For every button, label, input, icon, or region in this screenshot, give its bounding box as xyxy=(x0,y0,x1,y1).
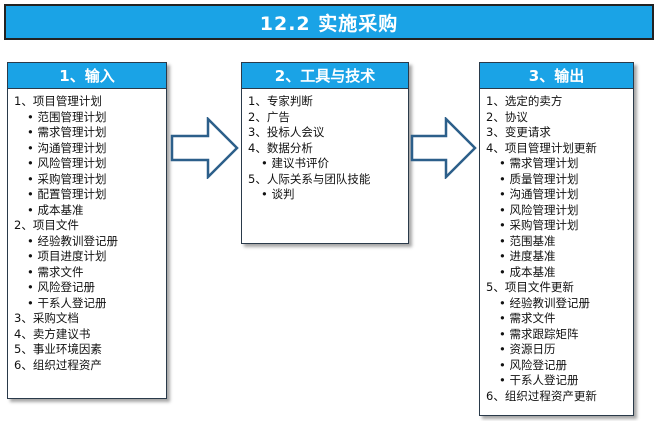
list-item: 2、广告 xyxy=(248,109,290,124)
list-subitem: • 资源日历 xyxy=(499,342,556,356)
list-subitem: • 需求管理计划 xyxy=(499,156,579,170)
outputs-header: 3、输出 xyxy=(480,63,633,89)
list-subitem: • 质量管理计划 xyxy=(499,171,579,186)
list-subitem: • 采购管理计划 xyxy=(499,218,579,232)
list-subitem: • 配置管理计划 xyxy=(27,187,107,201)
list-subitem: • 谈判 xyxy=(261,187,295,201)
list-subitem: • 风险登记册 xyxy=(499,357,567,372)
list-item: 1、选定的卖方 xyxy=(486,94,563,108)
list-subitem: • 建议书评价 xyxy=(261,156,329,170)
list-subitem: • 经验教训登记册 xyxy=(27,233,118,248)
list-subitem: • 范围管理计划 xyxy=(27,109,107,124)
list-item: 5、项目文件更新 xyxy=(486,280,574,294)
list-subitem: • 需求文件 xyxy=(499,311,556,325)
list-item: 3、投标人会议 xyxy=(248,125,325,139)
list-item: 5、人际关系与团队技能 xyxy=(248,171,371,186)
right-arrow-icon xyxy=(410,117,477,179)
list-subitem: • 需求管理计划 xyxy=(27,125,107,139)
list-subitem: • 进度基准 xyxy=(499,249,556,263)
list-item: 3、变更请求 xyxy=(486,125,551,139)
list-item: 1、专家判断 xyxy=(248,94,313,108)
list-item: 6、组织过程资产 xyxy=(14,357,102,372)
list-item: 4、项目管理计划更新 xyxy=(486,140,597,155)
list-subitem: • 干系人登记册 xyxy=(27,295,107,310)
list-subitem: • 范围基准 xyxy=(499,233,556,248)
list-subitem: • 风险管理计划 xyxy=(27,156,107,170)
list-subitem: • 干系人登记册 xyxy=(499,373,579,387)
list-item: 1、项目管理计划 xyxy=(14,94,102,108)
list-subitem: • 经验教训登记册 xyxy=(499,295,590,310)
list-item: 5、事业环境因素 xyxy=(14,342,102,356)
list-subitem: • 风险登记册 xyxy=(27,280,95,294)
inputs-box: 1、输入 1、项目管理计划• 范围管理计划• 需求管理计划• 沟通管理计划• 风… xyxy=(7,62,167,399)
list-subitem: • 沟通管理计划 xyxy=(499,187,579,201)
list-item: 4、数据分析 xyxy=(248,140,313,155)
list-item: 2、协议 xyxy=(486,109,528,124)
list-subitem: • 风险管理计划 xyxy=(499,202,579,217)
list-item: 4、卖方建议书 xyxy=(14,326,91,341)
list-item: 3、采购文档 xyxy=(14,311,79,325)
page-title: 12.2 实施采购 xyxy=(4,4,654,40)
list-subitem: • 需求跟踪矩阵 xyxy=(499,326,579,341)
list-subitem: • 成本基准 xyxy=(27,202,84,217)
list-subitem: • 项目进度计划 xyxy=(27,249,107,263)
list-subitem: • 需求文件 xyxy=(27,264,84,279)
inputs-list: 1、项目管理计划• 范围管理计划• 需求管理计划• 沟通管理计划• 风险管理计划… xyxy=(8,89,166,373)
list-item: 2、项目文件 xyxy=(14,218,79,232)
tools-header: 2、工具与技术 xyxy=(242,63,408,89)
list-subitem: • 沟通管理计划 xyxy=(27,140,107,155)
list-subitem: • 成本基准 xyxy=(499,264,556,279)
right-arrow-icon xyxy=(170,117,239,179)
inputs-header: 1、输入 xyxy=(8,63,166,89)
list-item: 6、组织过程资产更新 xyxy=(486,388,597,403)
list-subitem: • 采购管理计划 xyxy=(27,171,107,186)
